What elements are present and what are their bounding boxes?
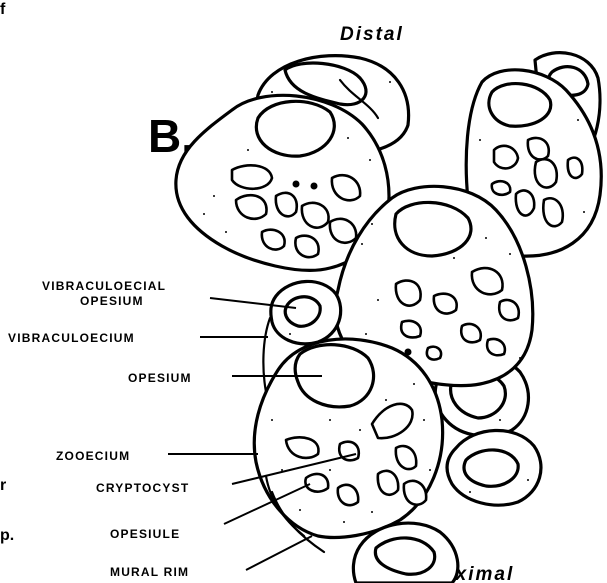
distal-label: Distal xyxy=(340,24,404,45)
label-zooecium: ZOOECIUM xyxy=(56,449,130,463)
zooid-right-lower xyxy=(447,430,541,505)
label-opesium: OPESIUM xyxy=(128,371,192,385)
label-cryptocyst: CRYPTOCYST xyxy=(96,481,189,495)
label-opesiule: OPESIULE xyxy=(110,527,180,541)
label-mural-rim: MURAL RIM xyxy=(110,565,189,579)
vibraculoecial-opesium-shape xyxy=(285,297,320,327)
label-vibraculoecial: VIBRACULOECIAL xyxy=(42,279,166,293)
label-vibraculoecial-opesium: OPESIUM xyxy=(80,294,144,308)
leader-mural-rim xyxy=(246,536,312,570)
opesiule-shape xyxy=(305,474,328,492)
edge-fragment-mid: r xyxy=(0,477,6,494)
zooid-focal xyxy=(254,339,442,552)
label-vibraculoecium: VIBRACULOECIUM xyxy=(8,331,135,345)
edge-fragment-top: f xyxy=(0,1,6,18)
edge-fragment-bottom: p. xyxy=(0,527,14,544)
